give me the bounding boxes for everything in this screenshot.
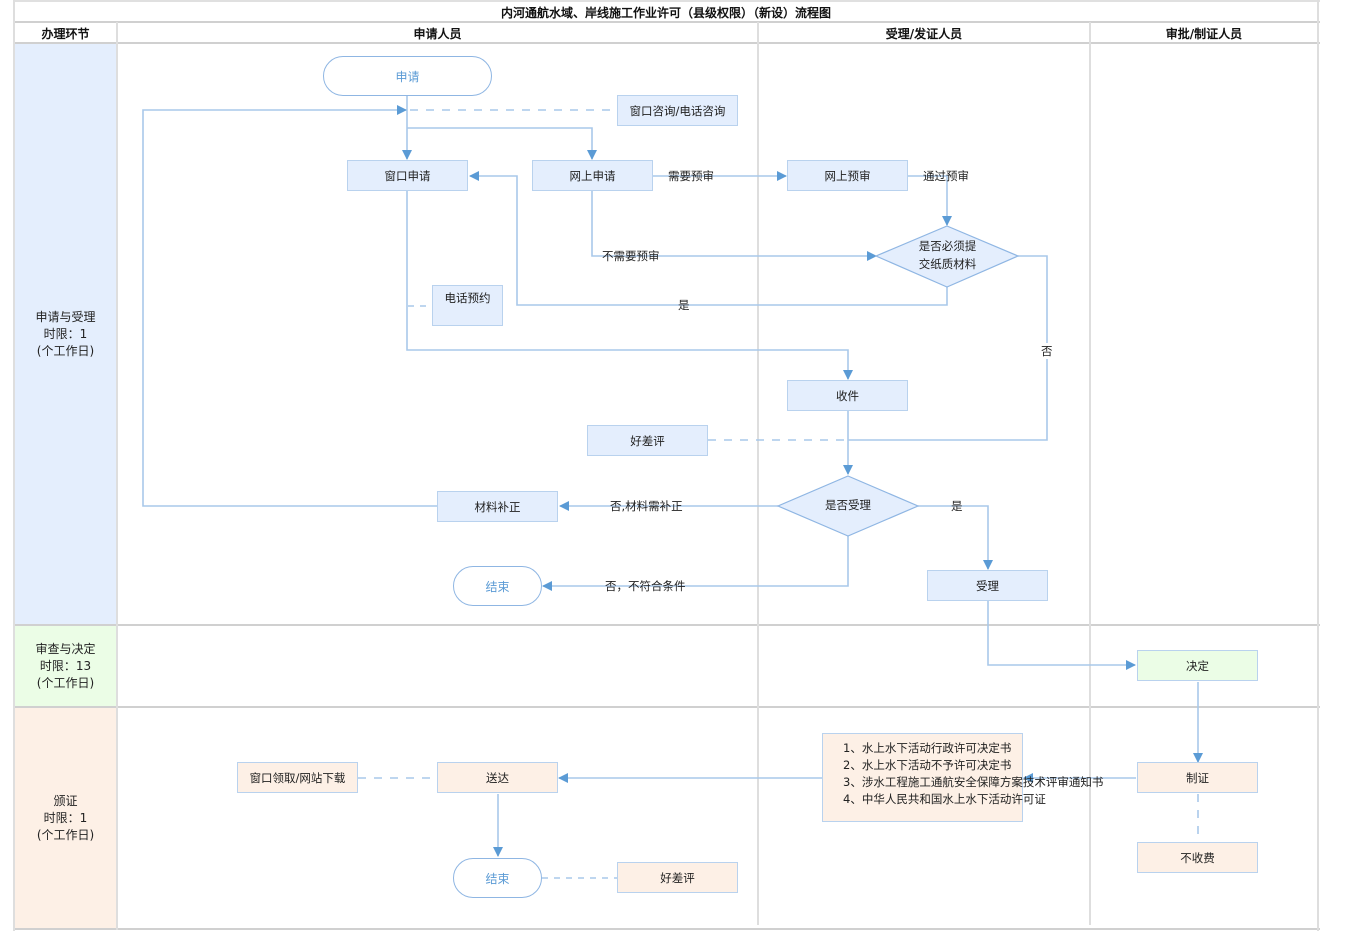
node-online-apply[interactable]: 网上申请 — [532, 160, 653, 191]
column-header-approval: 审批/制证人员 — [1165, 27, 1243, 41]
edge-no-condition — [542, 536, 849, 591]
lane-unit: (个工作日) — [36, 827, 95, 842]
node-decide[interactable]: 决定 — [1137, 650, 1258, 681]
node-supplement[interactable]: 材料补正 — [437, 491, 558, 522]
end-terminal-1[interactable]: 结束 — [453, 566, 542, 606]
lane-unit: (个工作日) — [36, 343, 95, 358]
node-receive[interactable]: 收件 — [787, 380, 908, 411]
grid-line — [13, 0, 15, 931]
node-phone-booking[interactable]: 电话预约 — [432, 285, 503, 326]
node-accept[interactable]: 受理 — [927, 570, 1048, 601]
node-deliver[interactable]: 送达 — [437, 762, 558, 793]
edge-supplement-loop — [142, 105, 437, 507]
edge-yes-paper — [469, 171, 948, 306]
node-window-apply[interactable]: 窗口申请 — [347, 160, 468, 191]
decision-paper-required — [874, 225, 1020, 288]
grid-line — [14, 21, 1320, 23]
edge-pass-precheck — [908, 175, 952, 226]
label-no-paper: 否 — [1041, 343, 1053, 359]
node-no-fee[interactable]: 不收费 — [1137, 842, 1258, 873]
decision-paper-line2: 交纸质材料 — [918, 257, 977, 271]
grid-line — [14, 706, 1320, 708]
node-phone-booking-label: 电话预约 — [444, 291, 491, 305]
lane-certificate: 颁证时限：1 (个工作日) — [15, 708, 116, 928]
node-pickup[interactable]: 窗口领取/网站下载 — [237, 762, 358, 793]
lane-name: 审查与决定 — [35, 641, 96, 656]
document-item: 3、涉水工程施工通航安全保障方案技术评审通知书 — [843, 775, 1104, 789]
document-item: 1、水上水下活动行政许可决定书 — [843, 741, 1012, 755]
node-consult[interactable]: 窗口咨询/电话咨询 — [617, 95, 738, 126]
node-rating-1[interactable]: 好差评 — [587, 425, 708, 456]
document-item: 4、中华人民共和国水上水下活动许可证 — [843, 792, 1046, 806]
edge-accept-to-decide — [987, 601, 1136, 670]
lane-name: 申请与受理 — [35, 309, 96, 324]
decision-paper-line1: 是否必须提 — [918, 239, 977, 253]
grid-line — [1089, 22, 1091, 925]
label-no-condition: 否，不符合条件 — [605, 579, 686, 593]
decision-accept-text: 是否受理 — [825, 498, 871, 512]
edge-yes-accept — [918, 505, 993, 570]
grid-line — [14, 928, 1320, 930]
grid-line — [116, 22, 118, 930]
lane-review-decide: 审查与决定时限：13 (个工作日) — [15, 626, 116, 706]
lane-limit: 时限：1 — [43, 326, 88, 341]
label-need-precheck: 需要预审 — [668, 169, 714, 183]
end-terminal-2[interactable]: 结束 — [453, 858, 542, 898]
grid-line — [1317, 0, 1319, 931]
lane-limit: 时限：13 — [39, 658, 92, 673]
node-documents[interactable]: 1、水上水下活动行政许可决定书 2、水上水下活动不予许可决定书 3、涉水工程施工… — [822, 733, 1103, 822]
document-item: 2、水上水下活动不予许可决定书 — [843, 758, 1012, 772]
column-header-applicant: 申请人员 — [413, 27, 462, 41]
label-pass-precheck: 通过预审 — [923, 169, 969, 183]
node-online-precheck[interactable]: 网上预审 — [787, 160, 908, 191]
node-rating-2[interactable]: 好差评 — [617, 862, 738, 893]
lane-limit: 时限：1 — [43, 810, 88, 825]
grid-line — [14, 624, 1320, 626]
decision-paper-text: 是否必须提 交纸质材料 — [900, 237, 995, 273]
node-certify[interactable]: 制证 — [1137, 762, 1258, 793]
chart-title: 内河通航水域、岸线施工作业许可（县级权限）（新设）流程图 — [500, 6, 831, 20]
grid-line — [757, 22, 759, 925]
edge-no-precheck — [591, 191, 877, 261]
label-no-supplement: 否,材料需补正 — [610, 499, 683, 513]
edge-to-online-apply — [407, 127, 597, 160]
column-header-stage: 办理环节 — [41, 27, 90, 41]
label-no-precheck: 不需要预审 — [602, 249, 660, 263]
edge-window-to-receive — [406, 191, 853, 380]
label-yes-accept: 是 — [951, 499, 963, 513]
lane-name: 颁证 — [53, 793, 78, 808]
column-header-acceptance: 受理/发证人员 — [885, 27, 963, 41]
lane-unit: (个工作日) — [36, 675, 95, 690]
label-yes-paper: 是 — [678, 298, 690, 312]
start-terminal[interactable]: 申请 — [323, 56, 492, 96]
grid-line — [14, 0, 1320, 2]
lane-apply-accept: 申请与受理时限：1 (个工作日) — [15, 44, 116, 624]
grid-line — [14, 42, 1320, 44]
decision-accept — [776, 475, 920, 537]
